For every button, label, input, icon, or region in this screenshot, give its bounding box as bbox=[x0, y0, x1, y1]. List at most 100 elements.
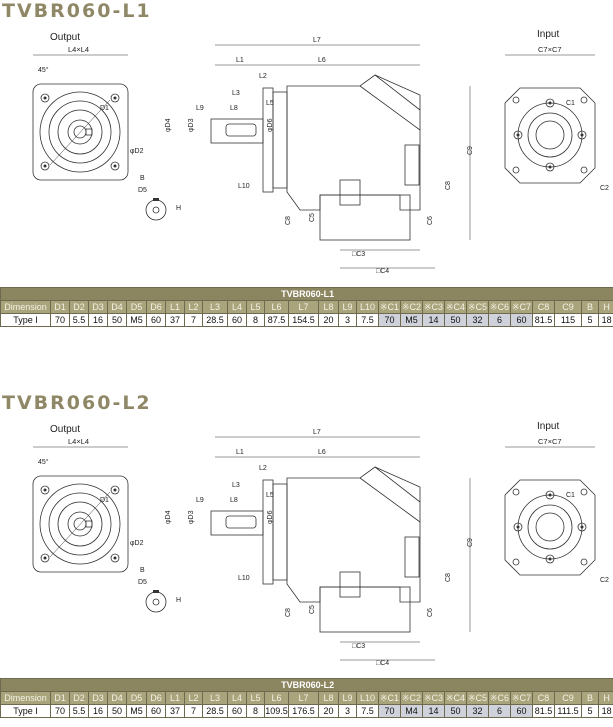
value-cell: 7.5 bbox=[357, 314, 379, 327]
header-cell: L7 bbox=[289, 301, 319, 314]
dimension-label-l2: L2 bbox=[259, 465, 267, 472]
value-cell: 7 bbox=[185, 705, 203, 718]
dimension-label-b: B bbox=[140, 567, 145, 574]
header-cell: L8 bbox=[319, 301, 339, 314]
value-cell: 32 bbox=[467, 314, 489, 327]
side-view bbox=[211, 45, 470, 268]
value-cell: 18 bbox=[599, 705, 613, 718]
header-cell: D1 bbox=[51, 301, 70, 314]
value-cell: 81.5 bbox=[533, 705, 555, 718]
dimension-label-d4: φD4 bbox=[165, 510, 172, 524]
header-cell: H bbox=[599, 301, 613, 314]
dimension-label-l10: L10 bbox=[238, 183, 250, 190]
dimension-label-l3: L3 bbox=[232, 90, 240, 97]
value-cell: 16 bbox=[89, 314, 108, 327]
shaft-end-view bbox=[146, 198, 166, 220]
value-cell: 50 bbox=[108, 705, 127, 718]
dimension-label-c4: □C4 bbox=[376, 660, 389, 667]
dimension-label-c1: C1 bbox=[566, 100, 575, 107]
value-cell: 6 bbox=[489, 705, 511, 718]
value-cell: 70 bbox=[51, 705, 70, 718]
value-cell: 20 bbox=[319, 705, 339, 718]
dimension-label-c8b: C8 bbox=[445, 181, 452, 190]
header-cell: L10 bbox=[357, 692, 379, 705]
value-cell: 70 bbox=[51, 314, 70, 327]
dimension-label-d6: φD6 bbox=[267, 118, 274, 132]
header-cell: ※C1 bbox=[379, 301, 401, 314]
dimension-label-d6: φD6 bbox=[267, 510, 274, 524]
value-cell: 60 bbox=[228, 705, 247, 718]
header-cell: L7 bbox=[289, 692, 319, 705]
value-cell: Type I bbox=[1, 705, 51, 718]
header-cell: L4 bbox=[228, 301, 247, 314]
header-cell: C8 bbox=[533, 301, 555, 314]
header-cell: C9 bbox=[555, 301, 582, 314]
dimension-label-c4: □C4 bbox=[376, 268, 389, 275]
value-cell: 70 bbox=[379, 314, 401, 327]
value-cell: 60 bbox=[511, 314, 533, 327]
header-cell: C8 bbox=[533, 692, 555, 705]
header-cell: L8 bbox=[319, 692, 339, 705]
value-cell: 14 bbox=[423, 314, 445, 327]
header-cell: B bbox=[582, 692, 599, 705]
header-cell: L5 bbox=[247, 301, 265, 314]
dimension-label-c2: C2 bbox=[600, 577, 609, 584]
value-cell: 14 bbox=[423, 705, 445, 718]
value-cell: 37 bbox=[166, 314, 185, 327]
dimension-label-d2: φD2 bbox=[130, 148, 144, 155]
value-cell: 111.5 bbox=[555, 705, 582, 718]
value-cell: 81.5 bbox=[533, 314, 555, 327]
header-cell: D4 bbox=[108, 301, 127, 314]
dimension-label-d5: D5 bbox=[138, 579, 147, 586]
dimension-label-c6: C6 bbox=[427, 216, 434, 225]
dimension-label-l8: L8 bbox=[230, 105, 238, 112]
header-cell: L6 bbox=[265, 301, 289, 314]
header-cell: L3 bbox=[203, 692, 228, 705]
header-cell: L5 bbox=[247, 692, 265, 705]
dimension-label-l6: L6 bbox=[318, 449, 326, 456]
dimension-label-d3: φD3 bbox=[188, 510, 195, 524]
header-cell: ※C3 bbox=[423, 301, 445, 314]
header-cell: ※C6 bbox=[489, 692, 511, 705]
dimension-label-l3: L3 bbox=[232, 482, 240, 489]
input-label: Input bbox=[537, 421, 559, 432]
value-cell: 8 bbox=[247, 705, 265, 718]
value-cell: Type I bbox=[1, 314, 51, 327]
value-cell: 6 bbox=[489, 314, 511, 327]
dimension-label-c3: □C3 bbox=[352, 643, 365, 650]
value-cell: 5.5 bbox=[70, 314, 89, 327]
header-cell: ※C1 bbox=[379, 692, 401, 705]
output-size-label: L4×L4 bbox=[68, 437, 89, 446]
header-cell: L1 bbox=[166, 301, 185, 314]
header-cell: L2 bbox=[185, 301, 203, 314]
value-cell: 176.5 bbox=[289, 705, 319, 718]
header-cell: Dimension bbox=[1, 301, 51, 314]
shaft-end-view bbox=[146, 590, 166, 612]
header-cell: C9 bbox=[555, 692, 582, 705]
dimension-label-d1: D1 bbox=[100, 105, 109, 112]
header-cell: ※C4 bbox=[445, 692, 467, 705]
dimension-label-l6: L6 bbox=[318, 57, 326, 64]
value-cell: 60 bbox=[228, 314, 247, 327]
header-cell: ※C2 bbox=[401, 692, 423, 705]
header-cell: D6 bbox=[147, 692, 166, 705]
header-cell: L1 bbox=[166, 692, 185, 705]
value-cell: 28.5 bbox=[203, 705, 228, 718]
value-cell: 20 bbox=[319, 314, 339, 327]
dimension-label-d3: φD3 bbox=[188, 118, 195, 132]
dimension-label-c3: □C3 bbox=[352, 251, 365, 258]
header-cell: B bbox=[582, 301, 599, 314]
value-cell: 5 bbox=[582, 314, 599, 327]
value-cell: 7 bbox=[185, 314, 203, 327]
value-cell: 87.5 bbox=[265, 314, 289, 327]
header-cell: L2 bbox=[185, 692, 203, 705]
